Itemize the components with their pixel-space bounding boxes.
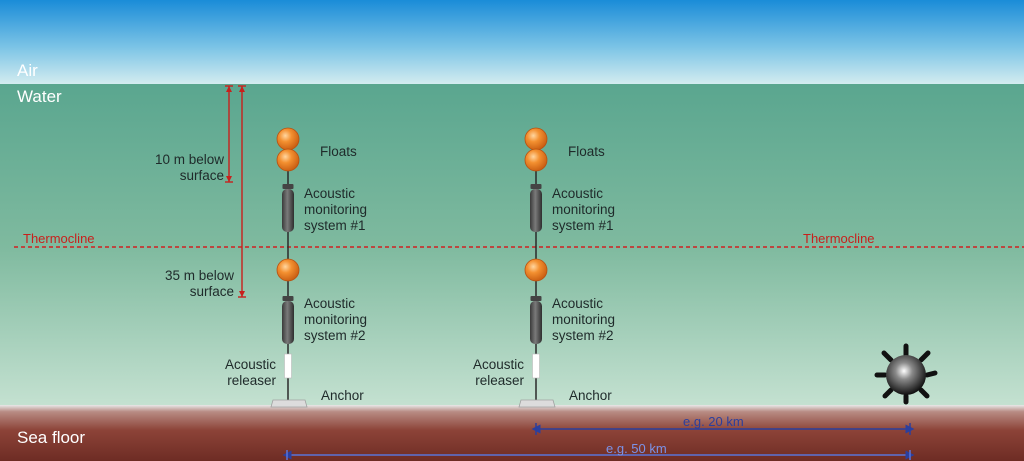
acoustic-releaser — [532, 353, 540, 379]
anchor-label: Anchor — [569, 388, 612, 403]
depth-label-10m: 10 m below surface — [154, 152, 224, 183]
air-label: Air — [17, 61, 38, 80]
acoustic-recorder — [282, 301, 294, 344]
sea-floor-label: Sea floor — [17, 428, 86, 447]
anchor — [270, 399, 308, 408]
mooring-2 — [518, 127, 556, 408]
acoustic-recorder — [530, 301, 542, 344]
distance-label-near: e.g. 20 km — [683, 414, 744, 429]
depth-label-35m: 35 m below surface — [164, 268, 234, 299]
system1-label: Acoustic monitoring system #1 — [304, 186, 368, 233]
water-label: Water — [17, 87, 62, 106]
float — [524, 127, 548, 151]
system1-label: Acoustic monitoring system #1 — [552, 186, 616, 233]
releaser-label: Acoustic releaser — [472, 357, 524, 388]
floats-label: Floats — [320, 144, 357, 159]
acoustic-recorder — [282, 189, 294, 232]
float — [276, 127, 300, 151]
depth-marker-10m — [225, 85, 233, 183]
system2-label: Acoustic monitoring system #2 — [304, 296, 368, 343]
anchor-label: Anchor — [321, 388, 364, 403]
anchor — [518, 399, 556, 408]
distance-label-far: e.g. 50 km — [606, 441, 667, 456]
acoustic-releaser — [284, 353, 292, 379]
float — [276, 148, 300, 172]
acoustic-recorder — [530, 189, 542, 232]
floats-label: Floats — [568, 144, 605, 159]
releaser-label: Acoustic releaser — [224, 357, 276, 388]
sea-floor-layer — [0, 405, 1024, 461]
distance-marker-far — [282, 450, 915, 460]
thermocline-label-right: Thermocline — [803, 231, 875, 246]
distance-marker-near — [531, 423, 915, 435]
depth-marker-35m — [238, 85, 246, 298]
air-layer — [0, 0, 1024, 86]
float — [524, 148, 548, 172]
thermocline-label-left: Thermocline — [23, 231, 95, 246]
float — [276, 258, 300, 282]
mooring-1 — [270, 127, 308, 408]
explosion-icon — [874, 343, 938, 405]
system2-label: Acoustic monitoring system #2 — [552, 296, 616, 343]
float — [524, 258, 548, 282]
